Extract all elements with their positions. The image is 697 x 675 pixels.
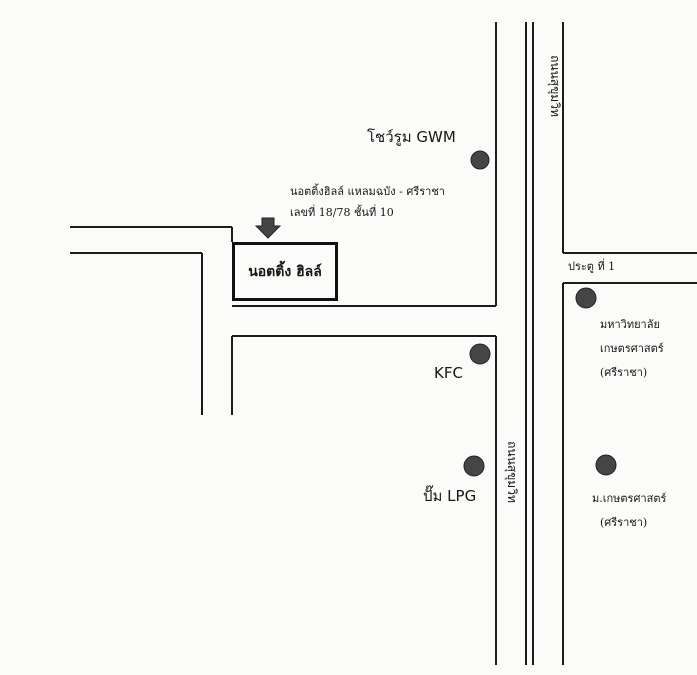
sukhumvit-label-upper: ถนนสุขุมวิท	[548, 55, 562, 117]
gate-label: ประตู ที่ 1	[568, 260, 616, 273]
ku-short-label-line2: (ศรีราชา)	[600, 516, 648, 529]
sukhumvit-label-lower: ถนนสุขุมวิท	[505, 441, 519, 503]
university-label-line2: เกษตรศาสตร์	[600, 342, 664, 355]
kfc-label: KFC	[434, 364, 463, 382]
university-label-line1: มหาวิทยาลัย	[600, 318, 660, 331]
ku-short-label-line1: ม.เกษตรศาสตร์	[592, 492, 667, 505]
showroom-label: โชว์รูม GWM	[367, 128, 456, 146]
lpg-label: ปั๊ม LPG	[423, 487, 477, 505]
lpg-marker-icon	[463, 455, 485, 477]
showroom-marker-icon	[470, 150, 490, 170]
ku-short-marker-icon	[595, 454, 617, 476]
destination-box: นอตติ้ง ฮิลล์	[232, 242, 338, 301]
destination-address-line1: นอตติ้งฮิลล์ แหลมฉบัง - ศรีราชา	[290, 185, 445, 198]
destination-name: นอตติ้ง ฮิลล์	[248, 263, 322, 280]
university-label-line3: (ศรีราชา)	[600, 366, 648, 379]
university-marker-icon	[575, 287, 597, 309]
destination-address-line2: เลขที่ 18/78 ชั้นที่ 10	[290, 206, 394, 219]
down-arrow-icon	[254, 217, 282, 239]
kfc-marker-icon	[469, 343, 491, 365]
